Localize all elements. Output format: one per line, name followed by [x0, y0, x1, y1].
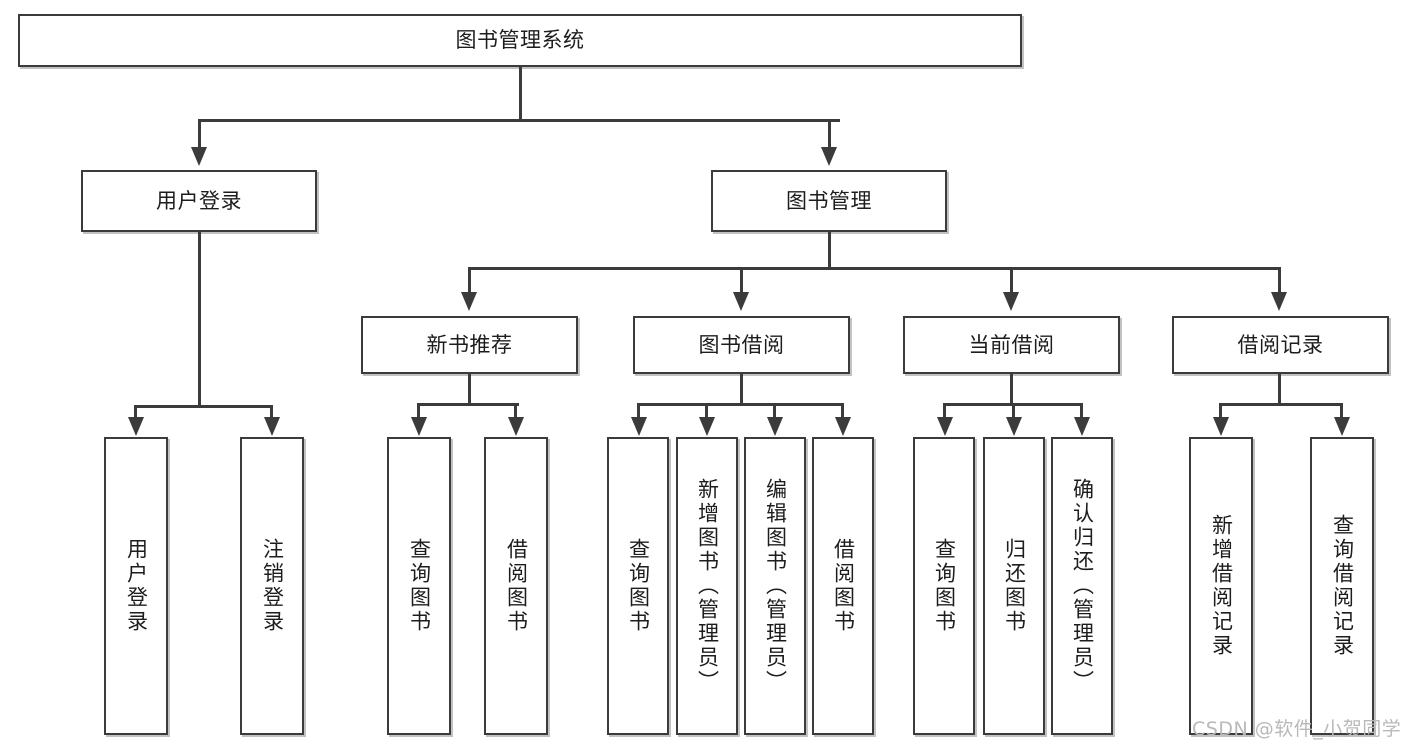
arrowhead-leaf-confirm-return: [1074, 417, 1090, 436]
node-label: 编辑图书（管理员）: [763, 478, 788, 694]
node-current-borrow[interactable]: 当前借阅: [903, 316, 1120, 374]
arrowhead-borrow-record: [1271, 292, 1287, 311]
arrowhead-current-borrow: [1003, 292, 1019, 311]
csdn-watermark: CSDN @软件_小贺同学: [1192, 718, 1402, 740]
connector-root-bus: [198, 119, 840, 122]
connector-to-leaf-add-book: [705, 403, 708, 419]
node-label: 借阅图书: [831, 538, 856, 634]
connector-to-leaf-logout: [270, 405, 273, 419]
arrowhead-leaf-user-login: [128, 417, 144, 436]
leaf-query-book-borrow[interactable]: 查询图书: [607, 437, 669, 735]
node-label: 图书管理系统: [455, 28, 585, 53]
node-label: 注销登录: [260, 538, 285, 634]
arrowhead-leaf-borrow-book-1: [508, 417, 524, 436]
arrowhead-book-manage: [821, 147, 837, 166]
node-label: 图书管理: [786, 188, 872, 213]
connector-to-leaf-query-book-1: [417, 403, 420, 419]
connector-to-current-borrow: [1010, 267, 1013, 293]
arrowhead-leaf-query-book-1: [411, 417, 427, 436]
node-label: 当前借阅: [968, 332, 1055, 357]
connector-to-leaf-user-login: [134, 405, 137, 419]
node-new-book-recommend[interactable]: 新书推荐: [361, 316, 578, 374]
arrowhead-leaf-edit-book: [767, 417, 783, 436]
node-label: 新增图书（管理员）: [695, 478, 720, 694]
connector-book-borrow-trunk: [740, 374, 743, 405]
connector-to-leaf-borrow-book-1: [514, 403, 517, 419]
leaf-add-book-admin[interactable]: 新增图书（管理员）: [676, 437, 738, 735]
connector-new-book-rec-trunk: [468, 374, 471, 405]
leaf-query-book-current[interactable]: 查询图书: [913, 437, 975, 735]
arrowhead-user-login: [191, 147, 207, 166]
arrowhead-leaf-borrow-book-2: [835, 417, 851, 436]
node-label: 新增借阅记录: [1209, 514, 1234, 658]
arrowhead-book-borrow: [733, 292, 749, 311]
connector-book-manage-bus: [468, 267, 1280, 270]
connector-borrow-record-trunk: [1278, 374, 1281, 405]
leaf-user-login[interactable]: 用户登录: [104, 437, 168, 735]
node-book-management[interactable]: 图书管理: [711, 170, 947, 232]
node-root-book-management-system[interactable]: 图书管理系统: [18, 14, 1022, 67]
leaf-query-borrow-record[interactable]: 查询借阅记录: [1310, 437, 1374, 735]
arrowhead-leaf-query-book-2: [631, 417, 647, 436]
node-label: 归还图书: [1002, 538, 1027, 634]
connector-to-leaf-edit-book: [773, 403, 776, 419]
connector-to-leaf-query-book-3: [943, 403, 946, 419]
connector-borrow-record-bus: [1219, 403, 1343, 406]
connector-root-to-book-manage: [828, 119, 831, 149]
leaf-logout-login[interactable]: 注销登录: [240, 437, 304, 735]
connector-user-login-trunk: [198, 232, 201, 407]
connector-book-borrow-bus: [637, 403, 843, 406]
leaf-borrow-book[interactable]: 借阅图书: [812, 437, 874, 735]
node-label: 借阅记录: [1237, 332, 1324, 357]
connector-to-borrow-record: [1278, 267, 1281, 293]
node-label: 查询图书: [407, 538, 432, 634]
connector-to-book-borrow: [740, 267, 743, 293]
connector-to-leaf-query-record: [1340, 403, 1343, 419]
arrowhead-new-book-rec: [461, 292, 477, 311]
node-label: 查询图书: [932, 538, 957, 634]
connector-user-login-bus: [134, 405, 271, 408]
node-label: 查询借阅记录: [1330, 514, 1355, 658]
leaf-confirm-return-admin[interactable]: 确认归还（管理员）: [1051, 437, 1113, 735]
node-label: 图书借阅: [698, 332, 785, 357]
node-book-borrow[interactable]: 图书借阅: [633, 316, 850, 374]
node-label: 新书推荐: [426, 332, 513, 357]
connector-to-leaf-return-book: [1012, 403, 1015, 419]
leaf-add-borrow-record[interactable]: 新增借阅记录: [1189, 437, 1253, 735]
connector-book-manage-trunk: [828, 232, 831, 269]
connector-to-new-book-rec: [468, 267, 471, 293]
leaf-edit-book-admin[interactable]: 编辑图书（管理员）: [744, 437, 806, 735]
arrowhead-leaf-query-record: [1334, 417, 1350, 436]
leaf-borrow-book-recommend[interactable]: 借阅图书: [484, 437, 548, 735]
connector-to-leaf-confirm-return: [1080, 403, 1083, 419]
arrowhead-leaf-logout: [264, 417, 280, 436]
arrowhead-leaf-query-book-3: [937, 417, 953, 436]
node-label: 借阅图书: [504, 538, 529, 634]
connector-root-to-user-login: [198, 119, 201, 149]
node-label: 用户登录: [124, 538, 149, 634]
arrowhead-leaf-return-book: [1006, 417, 1022, 436]
connector-to-leaf-add-record: [1219, 403, 1222, 419]
arrowhead-leaf-add-book: [699, 417, 715, 436]
arrowhead-leaf-add-record: [1213, 417, 1229, 436]
connector-to-leaf-borrow-book-2: [841, 403, 844, 419]
leaf-query-book-recommend[interactable]: 查询图书: [387, 437, 451, 735]
connector-new-book-rec-bus: [417, 403, 519, 406]
connector-root-trunk: [519, 67, 522, 119]
connector-current-borrow-trunk: [1010, 374, 1013, 405]
connector-to-leaf-query-book-2: [637, 403, 640, 419]
node-label: 查询图书: [626, 538, 651, 634]
node-borrow-record[interactable]: 借阅记录: [1172, 316, 1389, 374]
node-label: 用户登录: [156, 188, 242, 213]
leaf-return-book[interactable]: 归还图书: [983, 437, 1045, 735]
node-user-login[interactable]: 用户登录: [81, 170, 317, 232]
node-label: 确认归还（管理员）: [1070, 478, 1095, 694]
